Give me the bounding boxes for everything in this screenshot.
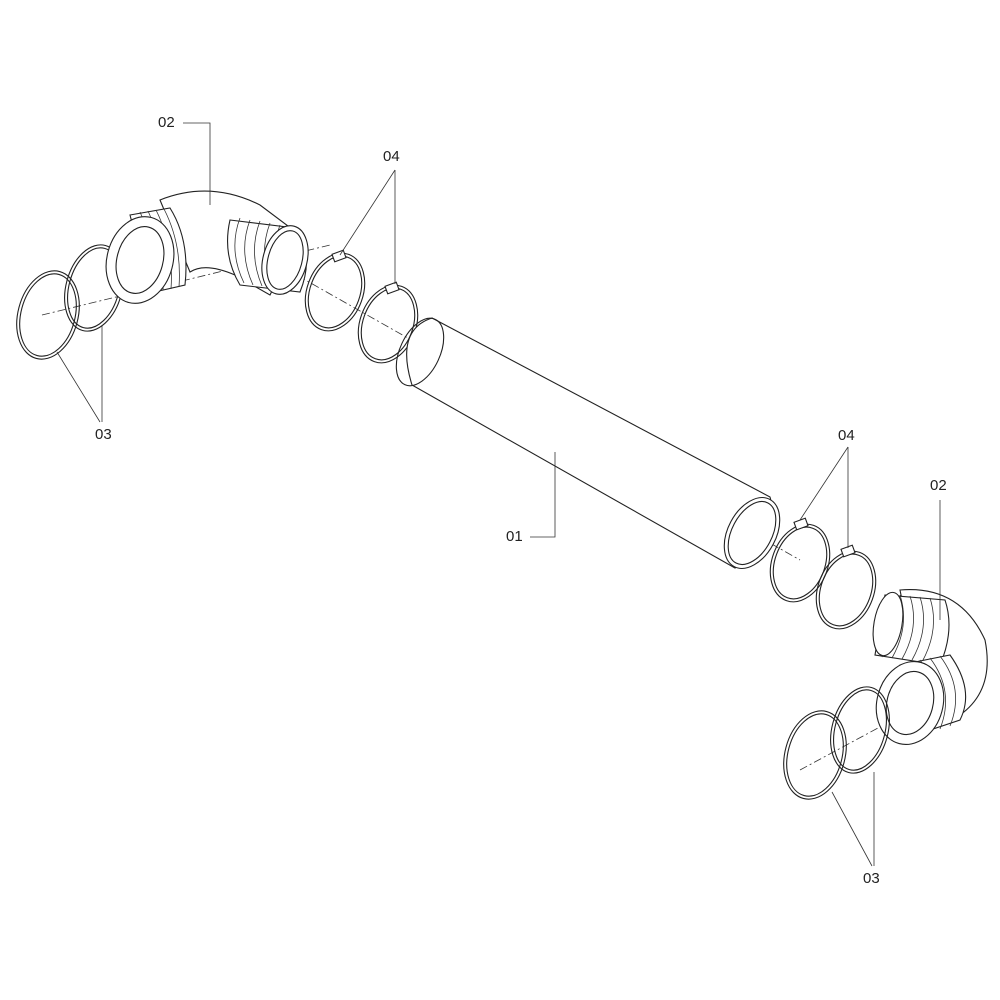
callout-03-left: 03	[95, 426, 112, 443]
elbow-left	[105, 190, 309, 304]
callout-04-right: 04	[838, 427, 855, 444]
seal-ring-left-outer	[16, 270, 80, 360]
callout-03-right: 03	[863, 870, 880, 887]
hose-clamp-right-2	[815, 544, 877, 630]
elbow-right	[872, 589, 988, 746]
leader-lines	[56, 122, 941, 867]
hose-clamp-left-1	[304, 249, 366, 332]
straight-pipe	[395, 317, 781, 569]
seal-ring-right-inner	[830, 686, 890, 774]
callout-04-left: 04	[383, 148, 400, 165]
seal-ring-right-outer	[783, 710, 847, 800]
callout-02-right: 02	[930, 477, 947, 494]
callout-01: 01	[506, 528, 523, 545]
callout-02-left: 02	[158, 114, 175, 131]
